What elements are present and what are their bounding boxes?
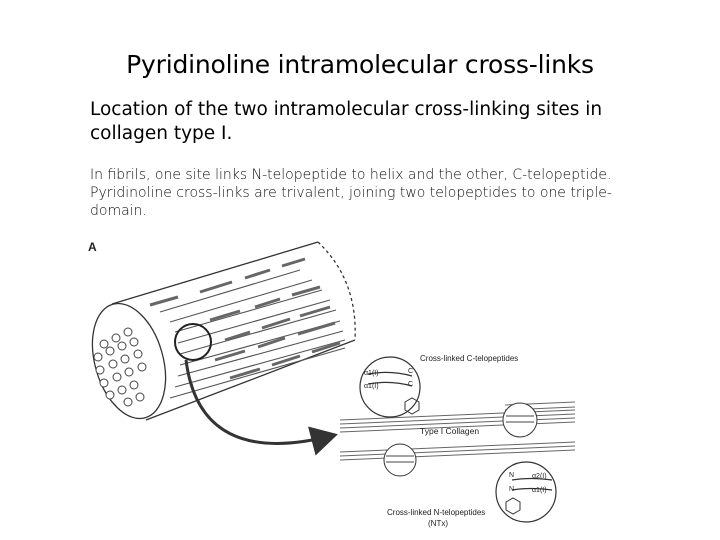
svg-text:α1(I): α1(I) (364, 370, 379, 377)
label-ntx: (NTx) (428, 519, 448, 528)
fibril-cylinder (91, 241, 356, 421)
right-crosslink-inset (502, 402, 538, 438)
triple-helix-band (339, 401, 576, 461)
svg-text:C: C (408, 381, 413, 388)
left-crosslink-inset (383, 443, 417, 477)
zoom-arrow (184, 359, 338, 456)
svg-text:N: N (509, 472, 514, 479)
label-n-telopeptides: Cross-linked N-telopeptides (387, 508, 485, 517)
c-telopeptide-inset: α1(I) α1(I) C C (359, 356, 421, 418)
n-telopeptide-inset: α2(I) α1(I) N N (495, 461, 557, 523)
svg-text:α2(I): α2(I) (532, 473, 547, 480)
slide-title: Pyridinoline intramolecular cross-links (126, 50, 594, 79)
slide-subtitle: Location of the two intramolecular cross… (90, 99, 603, 144)
panel-letter: A (88, 240, 97, 254)
magnified-region-circle (174, 323, 212, 361)
fibril-surface-strands (149, 257, 346, 399)
svg-text:C: C (408, 368, 413, 375)
svg-text:α1(I): α1(I) (532, 487, 547, 494)
slide-body-text: In fibrils, one site links N-telopeptide… (90, 167, 612, 219)
collagen-diagram: A α1(I) α1(I) C C (88, 240, 576, 528)
label-type-i-collagen: Type I Collagen (420, 426, 479, 436)
svg-text:α1(I): α1(I) (364, 383, 379, 390)
fibril-cross-section-circles (93, 327, 147, 407)
label-c-telopeptides: Cross-linked C-telopeptides (420, 354, 518, 363)
svg-text:N: N (509, 486, 514, 493)
